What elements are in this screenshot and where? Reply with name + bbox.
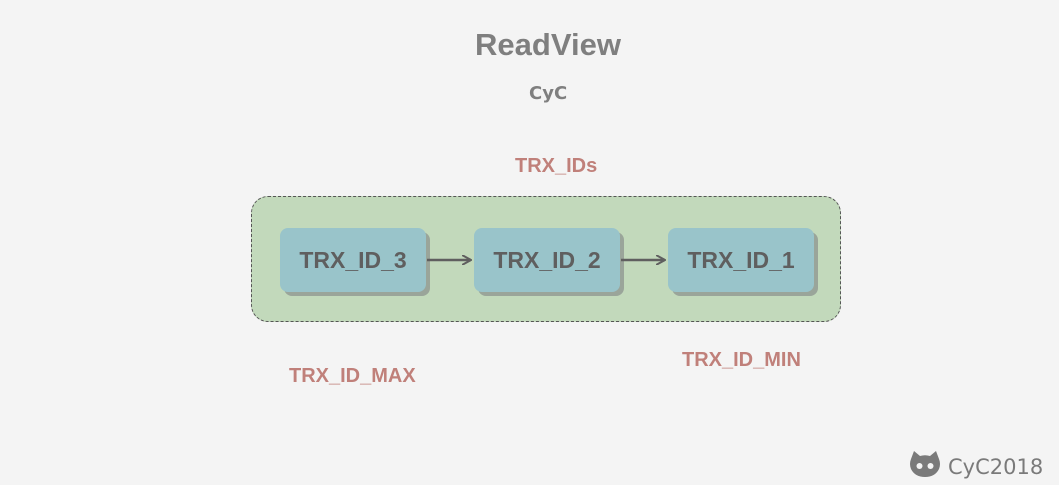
trx-ids-label: TRX_IDs bbox=[515, 155, 598, 177]
node-trx-id-1: TRX_ID_1 bbox=[668, 228, 814, 292]
diagram-title: ReadView bbox=[475, 27, 621, 62]
node-trx-id-3: TRX_ID_3 bbox=[280, 228, 426, 292]
github-cat-icon bbox=[908, 450, 942, 483]
watermark: CyC2018 bbox=[908, 450, 1043, 483]
diagram-subtitle: CyC bbox=[529, 83, 568, 104]
trx-id-min-label: TRX_ID_MIN bbox=[682, 349, 801, 371]
trx-id-max-label: TRX_ID_MAX bbox=[289, 365, 416, 387]
watermark-text: CyC2018 bbox=[948, 454, 1044, 479]
node-trx-id-2: TRX_ID_2 bbox=[474, 228, 620, 292]
